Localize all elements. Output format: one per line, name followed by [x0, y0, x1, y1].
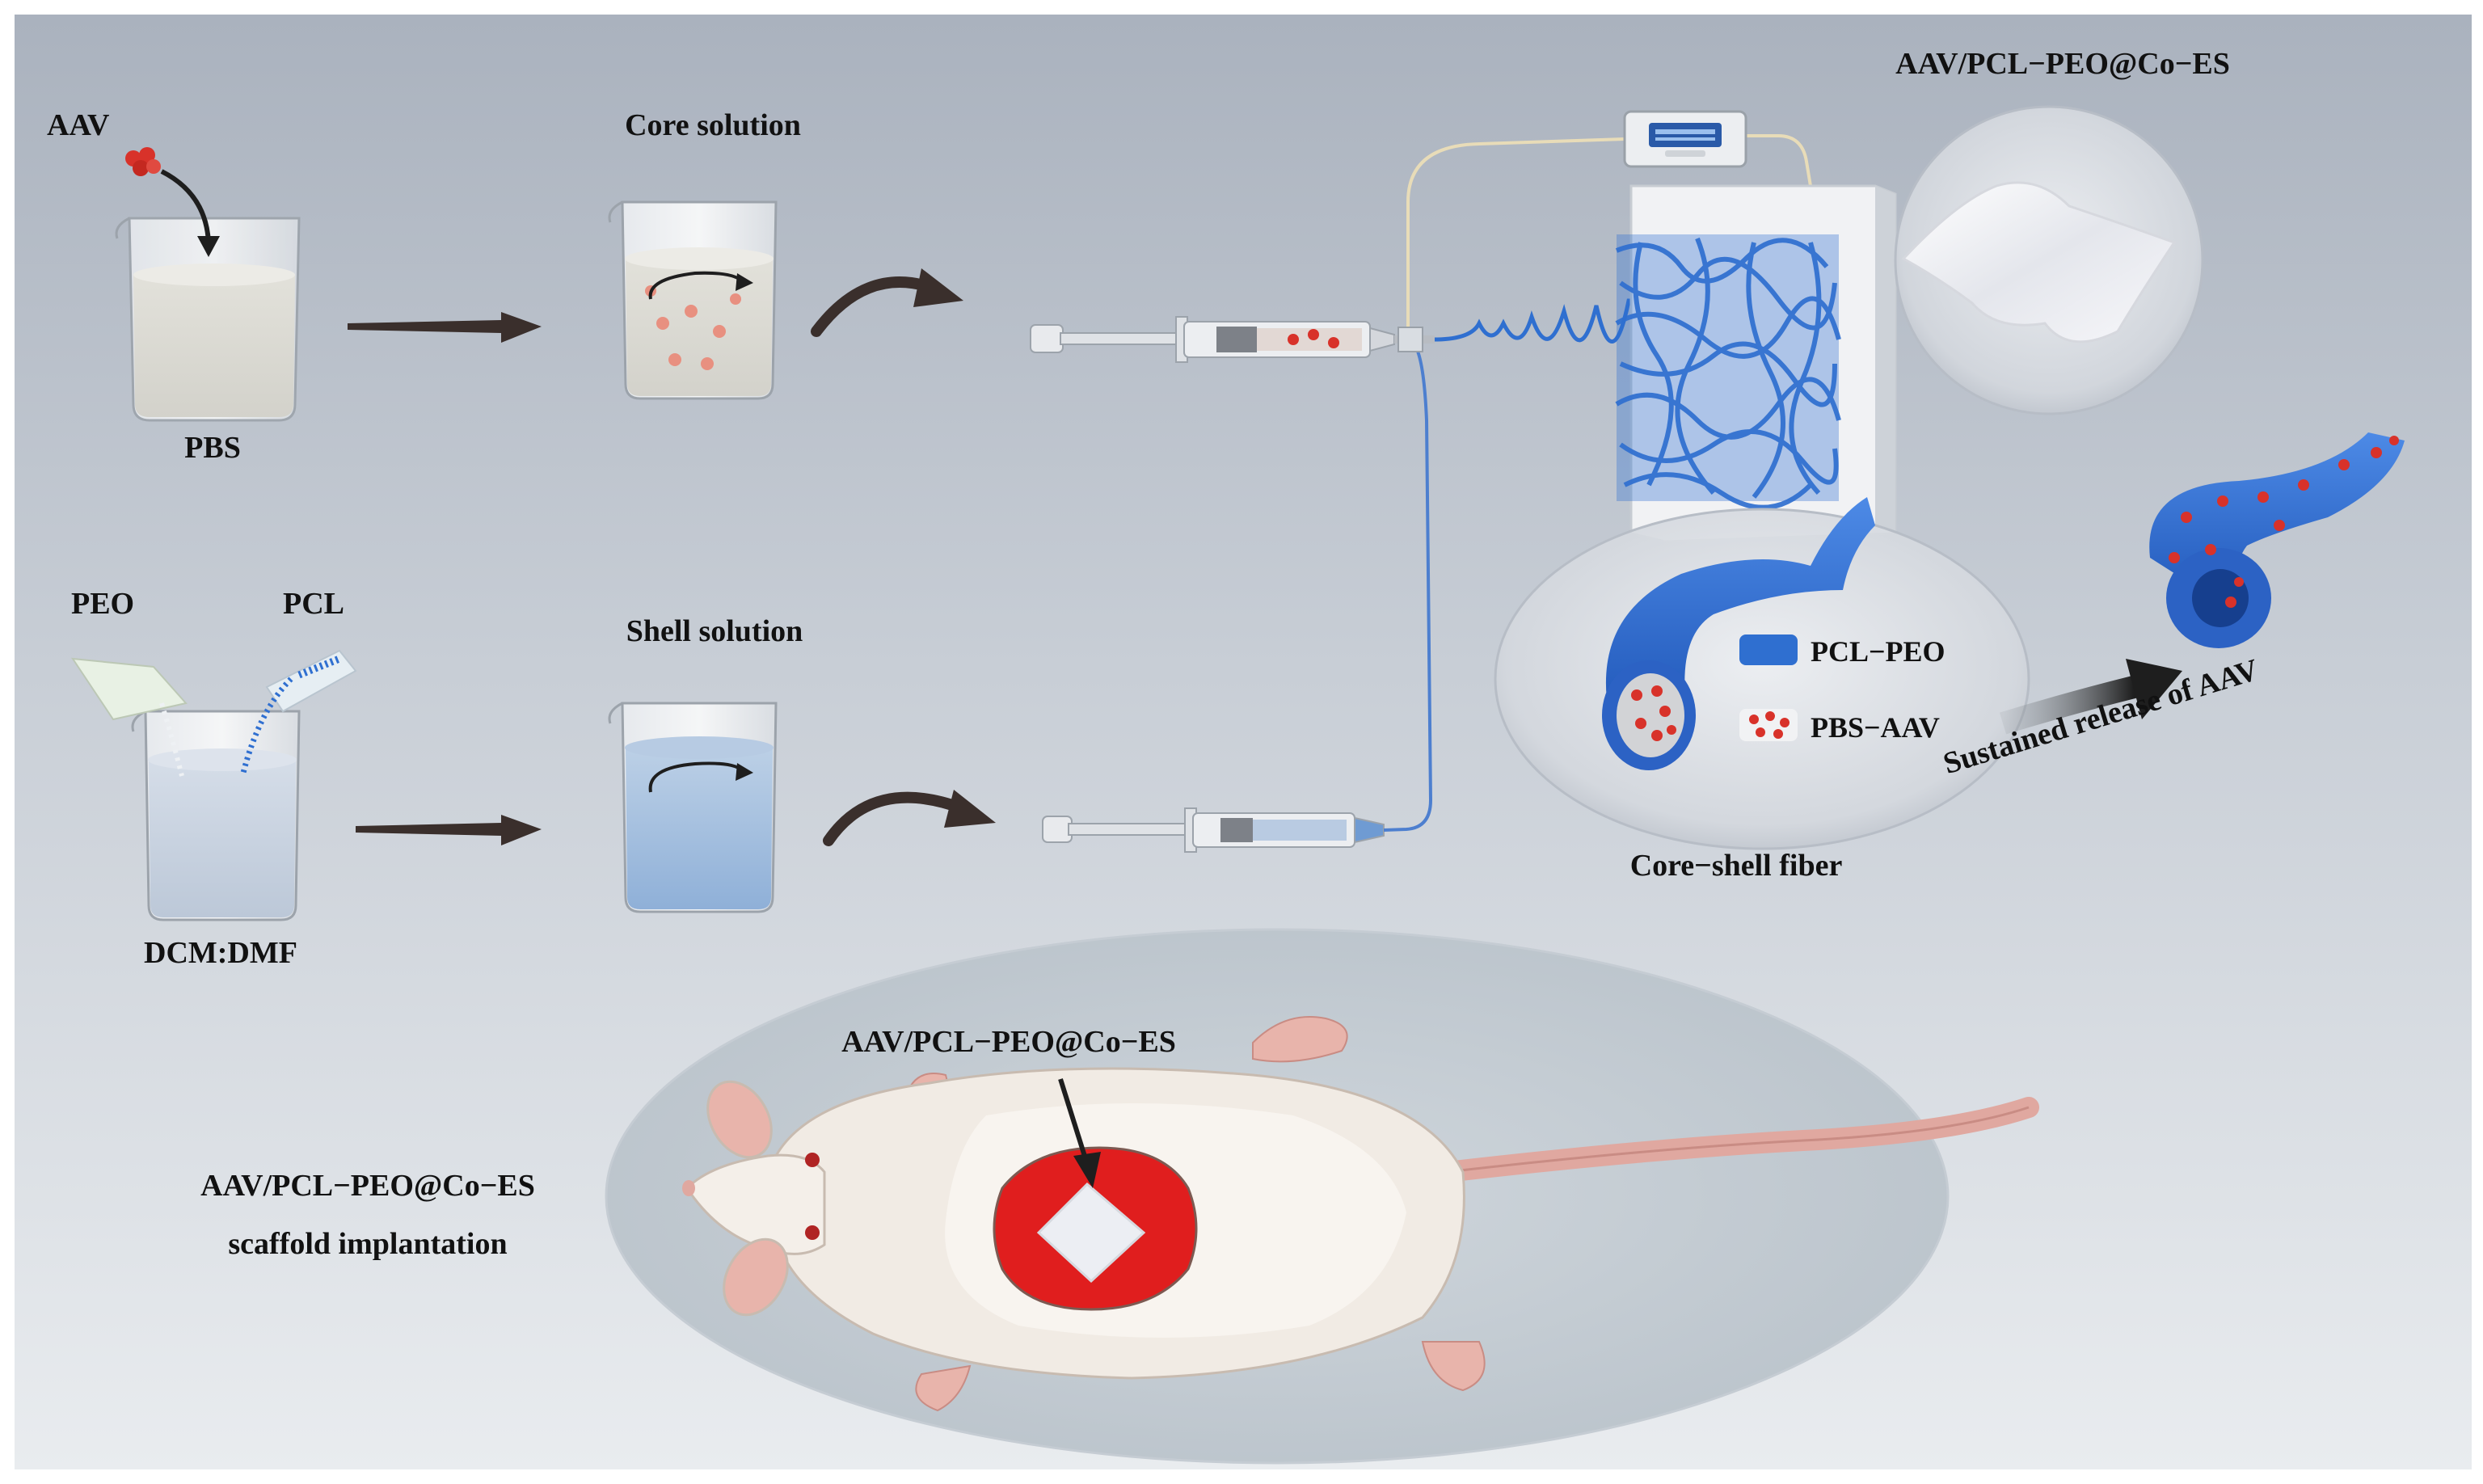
- scaffold-patch-icon: [1036, 1182, 1146, 1284]
- shell-tubing: [1383, 347, 1433, 832]
- beaker-pbs-icon: [115, 217, 301, 422]
- pump-wire: [1406, 137, 1625, 339]
- label-aav: AAV: [47, 108, 110, 142]
- syringe-shell-icon: [1042, 807, 1385, 853]
- core-shell-fiber-icon: [1602, 497, 1875, 770]
- legend-label-pbs-aav: PBS−AAV: [1811, 711, 1940, 744]
- pump-wire-right: [1746, 134, 1812, 187]
- release-fiber-icon: [2149, 432, 2405, 648]
- beaker-shell-solution-icon: [608, 702, 778, 913]
- label-pbs: PBS: [184, 431, 241, 465]
- label-pcl: PCL: [283, 587, 344, 621]
- legend-pcl-peo-swatch: [1739, 634, 1798, 665]
- label-shell-solution: Shell solution: [626, 614, 803, 648]
- arrow-beaker3-to-shell: [356, 815, 542, 845]
- label-dcm-dmf: DCM:DMF: [144, 936, 297, 970]
- label-rat-scaffold: AAV/PCL−PEO@Co−ES: [841, 1025, 1176, 1059]
- legend-label-pcl-peo: PCL−PEO: [1811, 635, 1946, 668]
- fiber-mesh: [1615, 237, 1841, 510]
- release-arrow: [1999, 659, 2182, 735]
- aav-drop-arrow: [160, 169, 211, 243]
- pcl-paper-icon: [239, 649, 357, 777]
- collector-plate-icon: [1617, 184, 1897, 543]
- rat-icon: [682, 1016, 2039, 1412]
- beaker-dcm-dmf-icon: [131, 710, 301, 921]
- implant-arrow: [1058, 1078, 1101, 1188]
- label-peo: PEO: [71, 587, 135, 621]
- label-implant-line2: scaffold implantation: [228, 1227, 508, 1261]
- label-core-shell-fiber: Core−shell fiber: [1629, 849, 1843, 883]
- label-implant-line1: AAV/PCL−PEO@Co−ES: [200, 1169, 535, 1203]
- beaker-core-solution-icon: [608, 200, 778, 400]
- label-scaffold-top: AAV/PCL−PEO@Co−ES: [1895, 47, 2230, 81]
- syringe-core-icon: [1030, 316, 1435, 363]
- scaffold-mesh-icon: [1901, 181, 2177, 344]
- pump-icon: [1623, 110, 1747, 168]
- legend-pbs-aav-swatch: [1739, 709, 1798, 741]
- curved-arrow-bottom: [823, 791, 967, 846]
- fiber-jet-spiral: [1434, 298, 1649, 344]
- curved-arrow-top: [811, 276, 935, 337]
- label-core-solution: Core solution: [625, 108, 801, 142]
- peo-paper-icon: [70, 657, 188, 777]
- arrow-beaker1-to-core: [348, 312, 542, 343]
- aav-particle-icon: [125, 147, 161, 176]
